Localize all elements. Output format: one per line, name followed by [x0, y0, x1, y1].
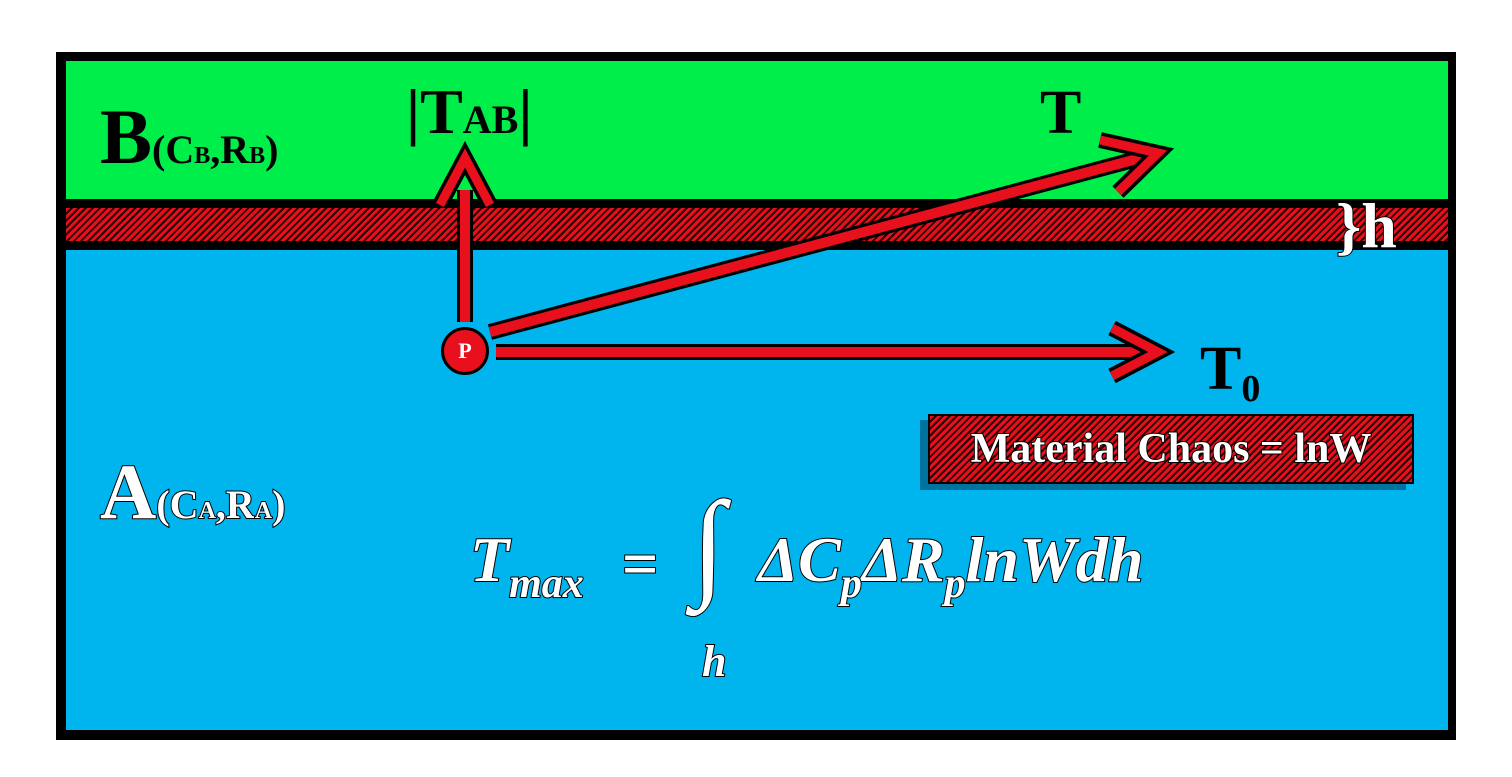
- formula-delta-c: ΔC: [757, 524, 842, 595]
- formula-equals: =: [621, 528, 659, 599]
- formula-t: T: [469, 524, 510, 595]
- t0-sub: 0: [1241, 368, 1261, 410]
- abs-bar-left: |: [406, 76, 421, 147]
- formula-lhs: Tmax: [469, 527, 585, 607]
- comma: ,: [215, 482, 227, 527]
- vector-t0-label: T0: [1200, 335, 1260, 408]
- thickness-h: h: [1360, 190, 1398, 261]
- t-ab-sub: AB: [462, 97, 519, 142]
- formula-delta-r: ΔR: [861, 524, 946, 595]
- layer-a-c-sub: A: [198, 498, 217, 524]
- formula-integrand: ΔCpΔRplnWdh: [757, 527, 1144, 607]
- arrow-t: [487, 132, 1175, 340]
- paren-open: (: [155, 482, 170, 527]
- layer-b-letter: B: [100, 93, 153, 180]
- layer-b-c: C: [165, 127, 195, 172]
- layer-a-r: R: [225, 482, 256, 527]
- formula-sub-p-2: p: [944, 561, 967, 607]
- paren-close: ): [271, 482, 286, 527]
- layer-a-r-sub: A: [254, 498, 273, 524]
- arrow-t0: [496, 320, 1176, 384]
- paren-open: (: [152, 127, 166, 172]
- layer-b-region: [66, 61, 1448, 199]
- layer-a-c: C: [169, 482, 200, 527]
- point-p-marker: P: [441, 327, 489, 375]
- arrow-t-ab: [432, 140, 498, 322]
- integral-icon: ∫: [691, 477, 726, 610]
- abs-bar-right: |: [518, 76, 533, 147]
- paren-close: ): [265, 127, 279, 172]
- formula-sub-p-1: p: [840, 561, 863, 607]
- layer-a-letter: A: [99, 448, 157, 535]
- interface-layer-h: [66, 208, 1448, 241]
- layer-a-label: A(CA,RA): [99, 452, 287, 532]
- integral-limit-h: h: [701, 637, 728, 686]
- layer-b-r: R: [220, 127, 250, 172]
- point-p-label: P: [458, 338, 472, 363]
- formula-max-sub: max: [508, 561, 585, 607]
- brace-icon: }: [1335, 190, 1362, 261]
- material-chaos-text: Material Chaos = lnW: [970, 426, 1373, 472]
- t-ab-base: T: [420, 76, 463, 147]
- vector-t-ab-label: |TAB|: [406, 80, 532, 144]
- vector-t-label: T: [1040, 82, 1081, 144]
- layer-b-r-sub: B: [249, 143, 266, 169]
- layer-a-region: [66, 250, 1448, 730]
- layer-b-label: B(CB,RB): [100, 98, 279, 176]
- formula-lnw-dh: lnWdh: [965, 524, 1145, 595]
- comma: ,: [210, 127, 221, 172]
- t0-base: T: [1200, 335, 1242, 403]
- material-chaos-box: Material Chaos = lnW: [928, 414, 1414, 484]
- interface-thickness-label: }h: [1335, 193, 1398, 259]
- layer-b-c-sub: B: [194, 143, 211, 169]
- t-base: T: [1040, 79, 1082, 147]
